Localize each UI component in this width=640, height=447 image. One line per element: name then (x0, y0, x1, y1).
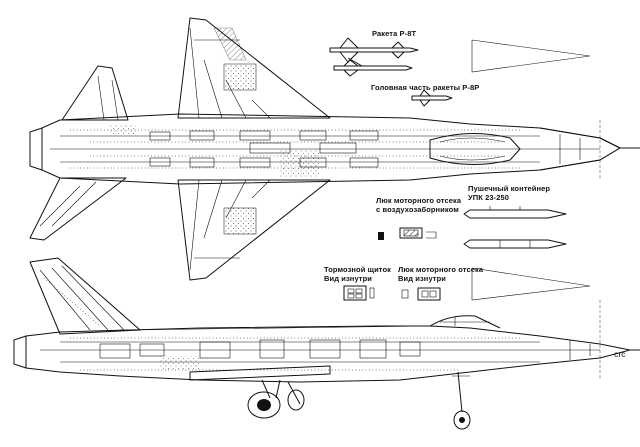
upper-stabilizer (61, 65, 129, 121)
lower-stabilizer (29, 177, 127, 241)
plan-view (29, 17, 640, 281)
nose-landing-gear (452, 371, 471, 430)
label-missile-r8t: Ракета Р-8Т (372, 29, 417, 38)
vertical-fin (29, 257, 141, 335)
gun-pod-drawing (463, 206, 567, 249)
label-engine-hatch-side: Люк моторного отсека Вид изнутри (398, 265, 484, 283)
plan-canopy (429, 133, 521, 165)
nose-profile-diagrams (471, 39, 601, 380)
author-signature: crc (614, 349, 626, 359)
engine-hatch-top-drawing (378, 227, 437, 240)
label-gun-pod: Пушечный контейнер УПК 23-250 (468, 184, 551, 202)
label-air-brake: Тормозной щиток Вид изнутри (324, 265, 391, 283)
lower-wing (177, 179, 331, 281)
side-canopy (429, 315, 501, 329)
side-view (13, 257, 640, 430)
engine-hatch-side-drawing (401, 287, 441, 301)
missile-r8t-drawing (329, 37, 419, 77)
label-engine-hatch-top: Люк моторного отсека с воздухозаборником (376, 196, 462, 214)
upper-wing (177, 17, 331, 119)
label-missile-r8r-head: Головная часть ракеты Р-8Р (371, 83, 480, 92)
missile-r8r-head-drawing (411, 89, 453, 107)
main-landing-gear (247, 379, 305, 419)
air-brake-drawing (343, 285, 375, 301)
